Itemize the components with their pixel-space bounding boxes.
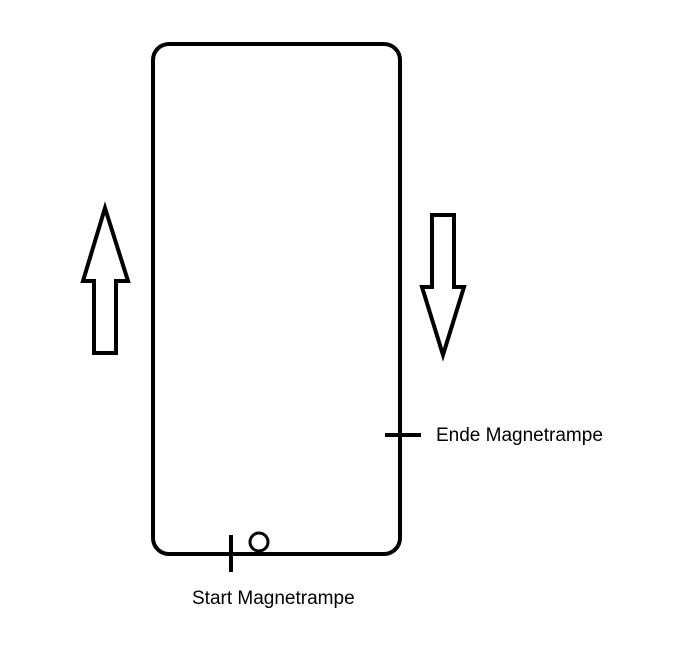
- arrow-down-icon: [419, 213, 467, 362]
- arrow-up-icon: [80, 201, 131, 355]
- track-loop: [151, 42, 402, 556]
- end-magnet-ramp-label: Ende Magnetrampe: [436, 425, 603, 446]
- start-magnet-ramp-label: Start Magnetrampe: [192, 588, 355, 609]
- circle-icon: [248, 531, 270, 553]
